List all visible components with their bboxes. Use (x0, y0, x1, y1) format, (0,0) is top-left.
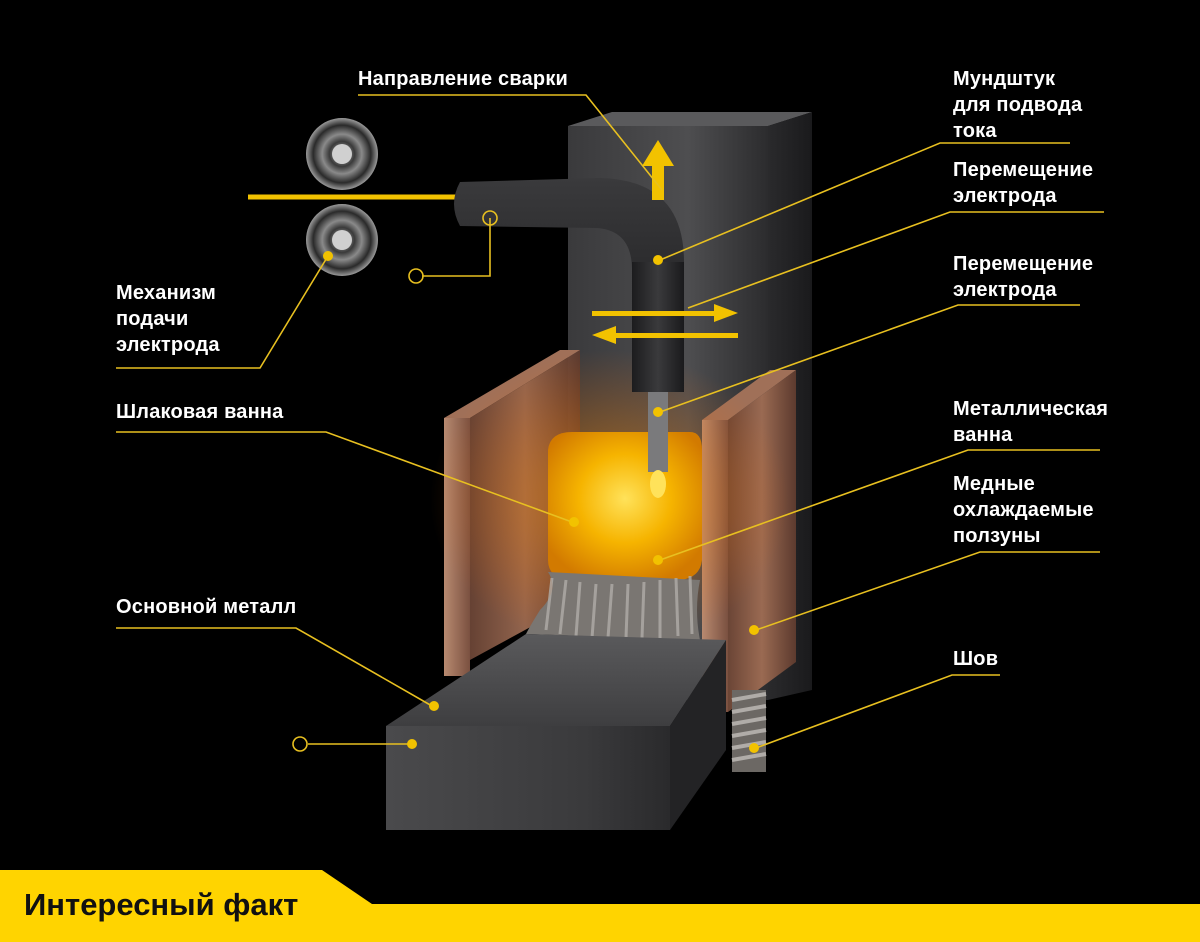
label-feed-mechanism: Механизм подачи электрода (116, 280, 220, 358)
weld-texture (526, 572, 700, 640)
label-weld-seam: Шов (953, 646, 998, 672)
label-metal-pool: Металлическая ванна (953, 396, 1108, 448)
label-copper-shoes: Медные охлаждаемые ползуны (953, 471, 1094, 549)
slag-pool (548, 432, 702, 580)
label-slag-pool: Шлаковая ванна (116, 399, 284, 425)
seam-coil (732, 690, 766, 772)
label-electrode-move-1: Перемещение электрода (953, 157, 1093, 209)
label-contact-tip: Мундштук для подвода тока (953, 66, 1082, 144)
label-welding-direction: Направление сварки (358, 66, 568, 92)
footer-title: Интересный факт (24, 887, 298, 923)
label-base-metal: Основной металл (116, 594, 296, 620)
label-electrode-move-2: Перемещение электрода (953, 251, 1093, 303)
base-metal (386, 634, 726, 830)
